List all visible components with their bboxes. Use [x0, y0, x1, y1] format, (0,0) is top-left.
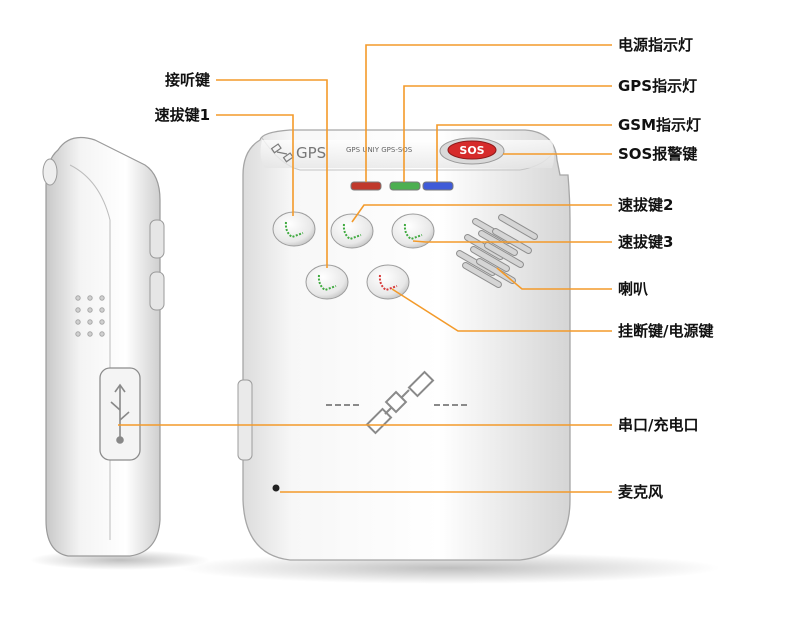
side-button-lower[interactable]	[149, 271, 165, 311]
device-side-view	[42, 137, 165, 557]
power-led	[350, 181, 382, 191]
speed-dial-1-key[interactable]	[272, 211, 316, 247]
sos-button-label: SOS	[459, 144, 484, 157]
vent-hole	[99, 331, 105, 337]
usb-icon	[110, 383, 130, 444]
vent-hole	[87, 319, 93, 325]
label-answer-key: 接听键	[165, 71, 210, 89]
sos-button[interactable]	[447, 140, 497, 160]
vent-hole	[75, 295, 81, 301]
gps-led	[389, 181, 421, 191]
speaker-slot	[498, 214, 538, 240]
vent-hole	[75, 307, 81, 313]
label-speed-dial-2: 速拔键2	[618, 196, 673, 214]
vent-hole	[99, 307, 105, 313]
label-power-led: 电源指示灯	[618, 36, 693, 54]
side-button-upper[interactable]	[149, 219, 165, 259]
label-sos-key: SOS报警键	[618, 145, 697, 163]
label-gps-led: GPS指示灯	[618, 77, 697, 95]
speaker-grille	[456, 214, 538, 288]
speaker-slot	[492, 228, 532, 254]
speaker-slot	[478, 230, 518, 256]
label-speed-dial-1: 速拔键1	[155, 106, 210, 124]
vent-hole	[87, 331, 93, 337]
vent-hole	[75, 319, 81, 325]
label-speaker: 喇叭	[618, 280, 648, 298]
speed-dial-3-key[interactable]	[391, 213, 435, 249]
label-hangup-power: 挂断键/电源键	[618, 322, 713, 340]
satellite-logo-icon	[270, 143, 294, 163]
device-front-view: GPS GPS UNIY GPS-SOS SOS	[237, 129, 571, 561]
indicator-caption: GPS UNIY GPS-SOS	[346, 146, 413, 154]
answer-key[interactable]	[305, 264, 349, 300]
front-side-port	[237, 379, 253, 461]
label-microphone: 麦克风	[618, 483, 663, 501]
vent-hole	[87, 307, 93, 313]
side-vent-holes	[75, 295, 105, 337]
satellite-emblem-icon	[326, 370, 470, 435]
brand-logo-text: GPS	[296, 144, 326, 162]
phone-icon	[342, 223, 362, 241]
callout-lines	[118, 44, 612, 493]
phone-hangup-icon	[378, 274, 398, 292]
vent-hole	[99, 295, 105, 301]
gsm-led	[422, 181, 454, 191]
phone-answer-icon	[317, 274, 337, 292]
vent-hole	[99, 319, 105, 325]
vent-hole	[87, 295, 93, 301]
phone-icon	[403, 223, 423, 241]
microphone-hole	[272, 484, 280, 492]
vent-hole	[75, 331, 81, 337]
label-gsm-led: GSM指示灯	[618, 116, 701, 134]
speaker-slot	[462, 262, 502, 288]
speaker-slot	[470, 246, 510, 272]
label-serial-charge: 串口/充电口	[618, 416, 698, 434]
speaker-slot	[484, 242, 524, 268]
label-speed-dial-3: 速拔键3	[618, 233, 673, 251]
phone-icon	[284, 221, 304, 239]
speed-dial-2-key[interactable]	[330, 213, 374, 249]
hangup-power-key[interactable]	[366, 264, 410, 300]
